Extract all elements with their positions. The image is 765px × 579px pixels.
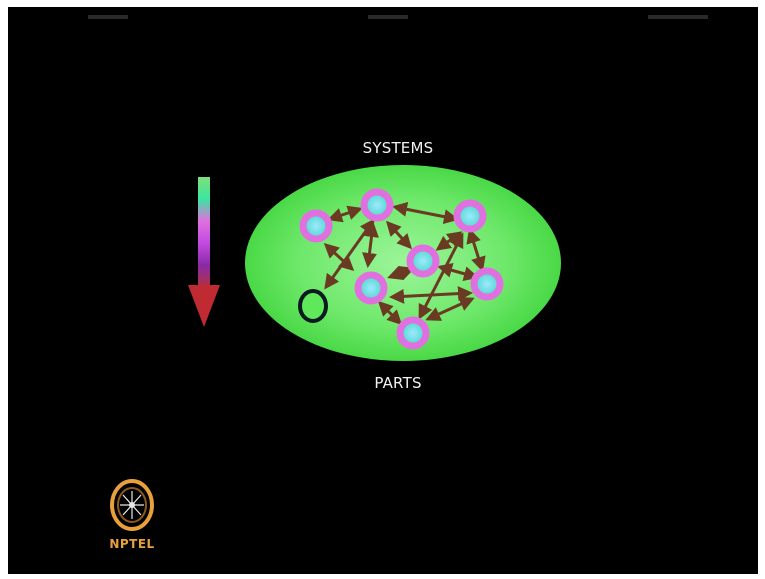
arrow-line	[466, 228, 486, 272]
node	[354, 271, 388, 305]
slide-frame: SYSTEMS PARTS NPTEL	[8, 7, 758, 574]
nptel-logo-icon	[110, 479, 154, 531]
gradient-down-arrow	[188, 177, 220, 327]
node	[299, 209, 333, 243]
highlight-node	[298, 289, 328, 323]
arrow-line	[392, 201, 459, 225]
node	[396, 316, 430, 350]
node	[360, 188, 394, 222]
arrow-line	[418, 232, 464, 320]
nptel-logo-text: NPTEL	[109, 537, 155, 551]
arrow-head	[188, 285, 220, 327]
connection-arrows	[323, 201, 486, 326]
node	[470, 267, 504, 301]
arrow-line	[323, 242, 355, 272]
top-mark-right	[648, 15, 708, 19]
arrow-line	[377, 300, 403, 326]
arrow-line	[385, 220, 413, 250]
top-mark-center	[368, 15, 408, 19]
arrow-line	[327, 205, 363, 223]
node	[453, 199, 487, 233]
node	[406, 244, 440, 278]
nodes	[298, 188, 504, 350]
systems-label: SYSTEMS	[362, 139, 434, 157]
arrow-line	[387, 265, 415, 281]
top-mark-left	[88, 15, 128, 19]
gradient-bar	[198, 177, 210, 287]
parts-label: PARTS	[374, 374, 422, 392]
systems-parts-diagram	[188, 165, 561, 361]
